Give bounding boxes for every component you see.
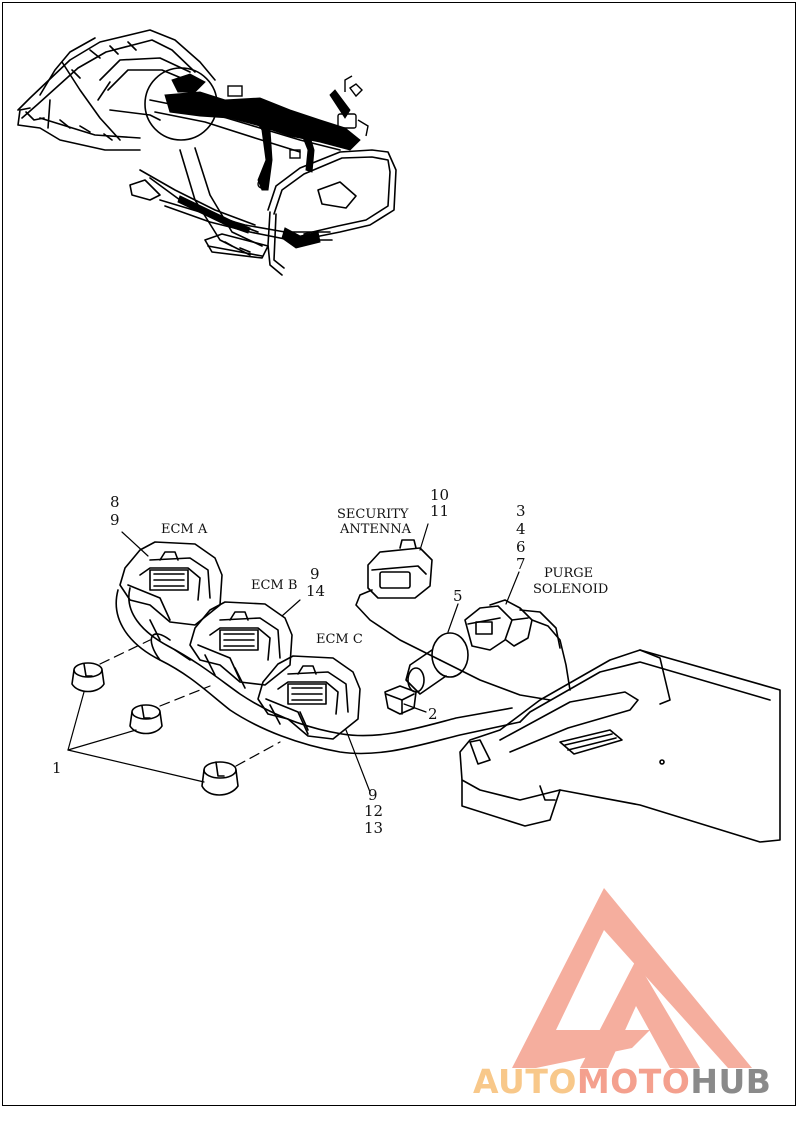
page-frame: [2, 2, 796, 1106]
callout-1: 1: [52, 759, 62, 777]
callout-6: 6: [516, 538, 526, 556]
callout-14: 14: [306, 582, 326, 600]
callout-12: 12: [364, 802, 384, 820]
label-purge-line1: PURGE: [544, 566, 594, 581]
callout-9-ecm-c: 9: [368, 786, 378, 804]
security-antenna-connector: [355, 539, 551, 701]
callout-5: 5: [453, 587, 463, 605]
callout-9-ecm-b: 9: [310, 565, 320, 583]
watermark-part-moto: MOTO: [576, 1062, 691, 1101]
purge-solenoid-connectors: [464, 599, 571, 691]
exploded-view: [67, 523, 781, 843]
ecm-b-connector: [189, 601, 293, 686]
label-security-line2: ANTENNA: [340, 522, 412, 537]
callout-13: 13: [364, 819, 384, 837]
ecm-c-connector: [257, 655, 361, 740]
ecm-a-connector: [119, 541, 223, 626]
strap-alignment-lines: [99, 639, 281, 767]
item-5-component: [405, 632, 469, 695]
callout-2: 2: [428, 705, 438, 723]
watermark-logo-icon: [512, 888, 752, 1068]
watermark-part-hub: HUB: [690, 1062, 772, 1101]
electrical-tray: [459, 649, 781, 843]
label-ecm-a: ECM A: [161, 522, 208, 537]
harness-connectors-illustration: [227, 75, 369, 189]
callout-3: 3: [516, 502, 526, 520]
cable-strap-3: [201, 761, 239, 796]
callout-7: 7: [516, 555, 526, 573]
label-purge-line2: SOLENOID: [533, 582, 609, 597]
main-harness-trunk: [115, 587, 521, 755]
callout-11: 11: [430, 502, 450, 520]
item-2-clip: [384, 685, 417, 715]
callout-4: 4: [516, 520, 526, 538]
label-security-line1: SECURITY: [337, 507, 409, 522]
leader-lines: [67, 523, 520, 793]
callout-8: 8: [110, 493, 120, 511]
label-ecm-c: ECM C: [316, 632, 363, 647]
label-ecm-b: ECM B: [251, 578, 298, 593]
cable-strap-2: [129, 704, 163, 735]
frame-harness-illustration: [17, 29, 397, 276]
watermark-part-auto: AUTO: [473, 1062, 577, 1101]
callout-10: 10: [430, 486, 450, 504]
watermark-text: AUTOMOTOHUB: [473, 1062, 771, 1102]
wiring-harness-highlight: [164, 73, 361, 249]
callout-9-ecm-a: 9: [110, 511, 120, 529]
cable-strap-1: [71, 662, 105, 693]
